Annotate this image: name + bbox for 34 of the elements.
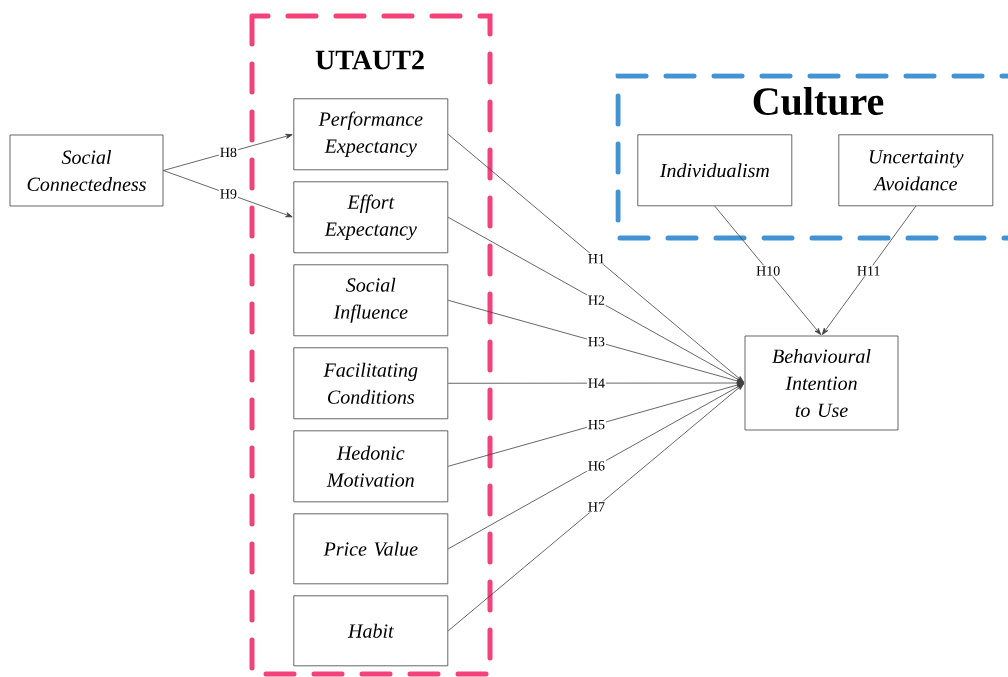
concept-box: Social Influence [293,264,449,337]
edge-label: H9 [218,188,238,200]
concept-box: Individualism [637,134,793,207]
edge-label: H4 [586,377,606,389]
edge-label: H7 [586,501,606,513]
arrow [447,133,745,383]
edge-label: H11 [855,265,882,277]
arrow [163,133,293,171]
edge-label: H5 [586,419,606,431]
edge-label: H6 [586,460,606,472]
edge-label: H8 [218,146,238,159]
concept-box: Facilitating Conditions [293,347,449,420]
concept-box: Habit [293,595,449,667]
concept-box: Performance Expectancy [293,98,449,171]
arrow [447,383,744,550]
edge-label: H10 [755,265,782,277]
arrow [163,170,293,218]
arrow [714,205,822,335]
arrow [447,383,745,632]
concept-box: Effort Expectancy [293,181,449,254]
concept-box: Uncertainty Avoidance [838,134,994,207]
concept-box: Price Value [293,513,449,585]
edge-label: H3 [586,335,606,348]
concept-box: Hedonic Motivation [293,430,449,503]
arrow [821,205,917,335]
edge-label: H1 [586,253,606,265]
group-title: Culture [753,86,884,116]
concept-box: Behavioural Intention to Use [744,335,899,431]
arrow [447,299,744,384]
group-title: UTAUT2 [315,50,424,70]
arrow [447,382,744,467]
arrow [447,216,744,383]
concept-box: Social Connectedness [9,134,164,207]
edge-label: H2 [586,294,606,306]
